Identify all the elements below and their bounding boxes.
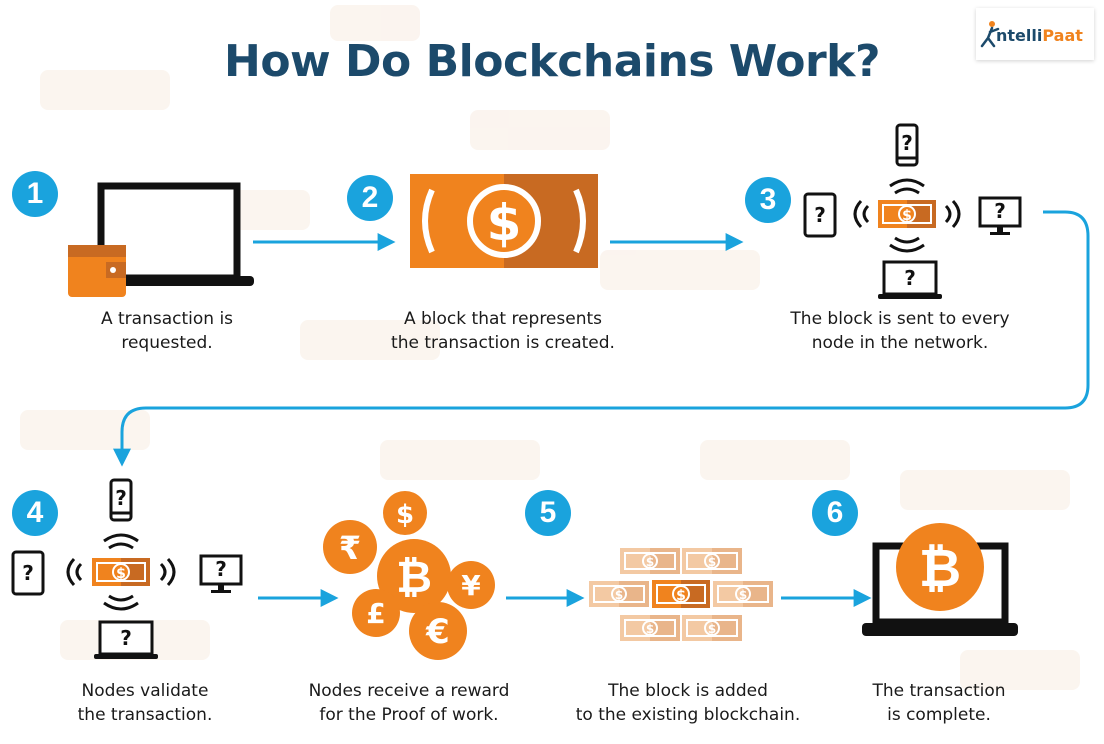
step-badge-3: 3 [745, 177, 791, 223]
laptop-wallet-icon [68, 182, 254, 297]
intellipaat-logo: ntelliPaat [976, 8, 1094, 60]
euro-coin-symbol: € [425, 612, 450, 652]
logo-figure-icon [980, 21, 1000, 48]
phone-question-mark: ? [115, 486, 127, 510]
arrow-step3-to-step4 [113, 210, 1090, 467]
bill-dollar-symbol: $ [676, 588, 686, 604]
pound-coin-symbol: £ [366, 597, 385, 630]
bill-dollar-symbol: $ [902, 208, 912, 224]
dollar-coin-symbol: $ [396, 500, 414, 530]
brick-dollar-symbol: $ [708, 555, 716, 569]
brick-dollar-symbol: $ [708, 622, 716, 636]
bitcoin-coin-symbol: ₿ [396, 552, 432, 603]
yen-coin-symbol: ¥ [461, 569, 481, 602]
step-badge-2: 2 [347, 175, 393, 221]
step-badge-6: 6 [812, 490, 858, 536]
bill-dollar-symbol: $ [116, 566, 126, 582]
brick-dollar-symbol: $ [646, 555, 654, 569]
network-broadcast-icon [803, 123, 1022, 301]
rupee-coin-symbol: ₹ [339, 529, 361, 567]
brick-dollar-symbol: $ [615, 588, 623, 602]
laptop-question-mark: ? [120, 626, 132, 650]
page-title: How Do Blockchains Work? [224, 36, 880, 87]
step-badge-1: 1 [12, 171, 58, 217]
monitor-question-mark: ? [994, 199, 1006, 223]
step-badge-5: 5 [525, 490, 571, 536]
banknote-dollar-symbol: $ [487, 194, 522, 252]
laptop-question-mark: ? [904, 266, 916, 290]
tablet-question-mark: ? [814, 203, 826, 227]
coins-reward-icon [323, 491, 495, 660]
network-validate-icon [11, 478, 243, 661]
brick-dollar-symbol: $ [739, 588, 747, 602]
laptop-bitcoin-icon [862, 523, 1018, 636]
phone-question-mark: ? [901, 131, 913, 155]
brick-dollar-symbol: $ [646, 622, 654, 636]
tablet-question-mark: ? [22, 561, 34, 585]
banknote-icon [410, 174, 598, 268]
step-badge-4: 4 [12, 490, 58, 536]
monitor-question-mark: ? [215, 557, 227, 581]
logo-text: ntelliPaat [996, 26, 1083, 45]
laptop-bitcoin-symbol: ₿ [919, 539, 961, 599]
